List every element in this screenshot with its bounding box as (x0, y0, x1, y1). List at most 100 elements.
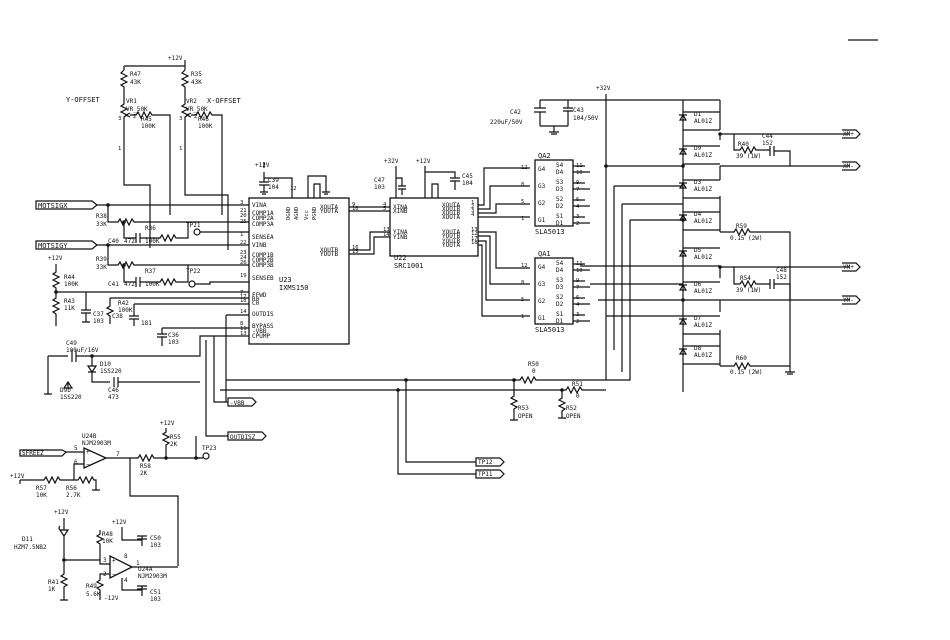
mosfet-gate: G3 (538, 183, 546, 190)
u22-pin-name: YOUTB (442, 238, 460, 245)
r48-val: 10K (102, 538, 113, 545)
u22-part: SRC1001 (394, 262, 424, 270)
mosfet-drain: D2 (556, 203, 564, 210)
c38-val: 181 (141, 320, 152, 327)
u23-pin-num: 23 (240, 250, 247, 256)
xm-minus-label: XM- (843, 163, 854, 170)
u23-pin-name: FFWD (252, 292, 267, 299)
u23-pin-num: 10 (352, 206, 359, 212)
u23-pin-name: VINA (252, 202, 267, 209)
diode-ref: D9 (694, 145, 702, 152)
u23-pin-name: COMP3A (252, 221, 274, 228)
u22-pin-name: YOUTB (442, 233, 460, 240)
r55-val: 2K (170, 441, 178, 448)
mosfet-gate-pin: 8 (521, 182, 524, 188)
u22-pin-num: 1 (471, 200, 474, 206)
u24b-ref: U24B (82, 433, 97, 440)
y-offset-label: Y-OFFSET (66, 96, 101, 104)
c39-val: 104 (268, 184, 279, 191)
u23-pin-name: COMP3B (252, 262, 274, 269)
pwr-12v-r55: +12V (160, 420, 175, 427)
mosfet-gate: G1 (538, 217, 546, 224)
diode-ref: D5 (694, 247, 702, 254)
pwr-32v-u22: +32V (384, 158, 399, 165)
c42-val: 220uF/50V (490, 119, 523, 126)
diode-ref: D8 (694, 345, 702, 352)
c44-ref: C44 (762, 133, 773, 140)
vbb-label: -VBB (230, 400, 245, 407)
c36-ref: C36 (168, 332, 179, 339)
pwr-m12v: -12V (104, 595, 119, 602)
mosfet-pin: 10 (576, 170, 583, 176)
mosfet-gate: G4 (538, 166, 546, 173)
mosfet-gate-pin: 1 (521, 314, 524, 320)
u23-pin-num: 16 (352, 245, 359, 251)
u23-pin-num: 19 (240, 273, 247, 279)
diode-val: AL01Z (694, 254, 712, 261)
c40-val: 472 (124, 238, 135, 245)
mosfet-gate-pin: 12 (521, 263, 528, 269)
svg-text:1: 1 (136, 560, 140, 567)
u23-top-pin: DGND (286, 207, 292, 220)
c46-val: 473 (108, 394, 119, 401)
r60-ref: R60 (736, 355, 747, 362)
xm-plus-label: XM+ (843, 131, 854, 138)
u22-pin-name: XOUTA (442, 202, 460, 209)
mosfet-drain: D2 (556, 301, 564, 308)
c37-ref: C37 (93, 311, 104, 318)
u23-pin-num: 20 (240, 213, 247, 219)
c46-ref: C46 (108, 387, 119, 394)
diode-ref: D6 (694, 281, 702, 288)
pwr-12v-d11: +12V (54, 509, 69, 516)
u22-pin-num: 18 (471, 240, 478, 246)
mosfet-drain: D4 (556, 267, 564, 274)
u23-pin-name: XOUTB (320, 247, 338, 254)
r44-val: 100K (64, 281, 79, 288)
mosfet-gate-pin: 5 (521, 297, 524, 303)
svg-text:8: 8 (124, 553, 128, 560)
svg-text:+: + (86, 449, 90, 456)
u22-pin-num: 14 (383, 232, 390, 238)
mosfet-drain: D3 (556, 186, 564, 193)
r56-ref: R56 (66, 485, 77, 492)
u23-ref: U23 (279, 276, 292, 284)
motion-inputs: MOTSIGX MOTSIGY R38 33K C40 472 R36 100K… (35, 200, 249, 288)
c37-val: 103 (93, 318, 104, 325)
u23-pin-num: 24 (240, 255, 247, 261)
u23-pin-name: COMP2A (252, 215, 274, 222)
tp21-label: TP21 (186, 222, 201, 229)
junctions (54, 132, 722, 562)
u23-pin-name: COMP1B (252, 252, 274, 259)
r52-ref: R52 (566, 405, 577, 412)
outdisz-label: OUTDISZ (230, 434, 256, 441)
c42-ref: C42 (510, 109, 521, 116)
diode-val: AL01Z (694, 118, 712, 125)
r52-val: OPEN (566, 413, 581, 420)
pwr-12v-u24a: +12V (112, 519, 127, 526)
u22-pin-name: YINA (393, 229, 408, 236)
lower-bus: R50 0 R51 0 R53 OPEN R52 OPEN TP12 TP11 (220, 316, 631, 479)
tp23-label: TP23 (202, 445, 217, 452)
u23-pin-name: CPUMP (252, 333, 270, 340)
u22-pin-name: XINA (393, 204, 408, 211)
u23-pin-num: 26 (240, 260, 247, 266)
mosfet-gate: G2 (538, 200, 546, 207)
u23-pin-name: COMP1A (252, 210, 274, 217)
u22-pin-name: XOUTB (442, 206, 460, 213)
tp12-label: TP12 (478, 459, 493, 466)
u22-pin-name: YOUTA (442, 229, 460, 236)
r38-ref: R38 (96, 213, 107, 220)
u23-pin-name: COMP2B (252, 257, 274, 264)
u24b-comparator: U24B NJM2903M + − SFREEZ 5 6 7 R58 2K +1… (10, 420, 217, 566)
pwr-12v-top: +12V (168, 55, 183, 62)
r51-ref: R51 (572, 381, 583, 388)
mosfet-source: S2 (556, 196, 564, 203)
u23-pin-name: SENSEB (252, 275, 274, 282)
c41-ref: C41 (108, 281, 119, 288)
svg-text:1: 1 (118, 146, 121, 152)
